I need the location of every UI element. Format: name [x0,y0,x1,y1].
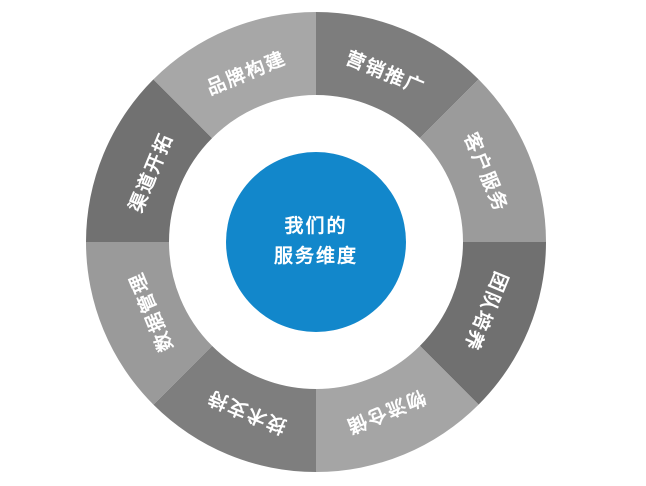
segment-logistics-warehousing [316,345,479,472]
segment-technical-support [153,345,316,472]
segment-marketing-promotion [316,12,479,139]
segment-brand-building [153,12,316,139]
segment-channel-development [86,79,213,243]
segment-customer-service [419,79,546,243]
center-circle [226,152,406,332]
segment-team-development [419,242,546,405]
segment-data-management [86,242,213,405]
